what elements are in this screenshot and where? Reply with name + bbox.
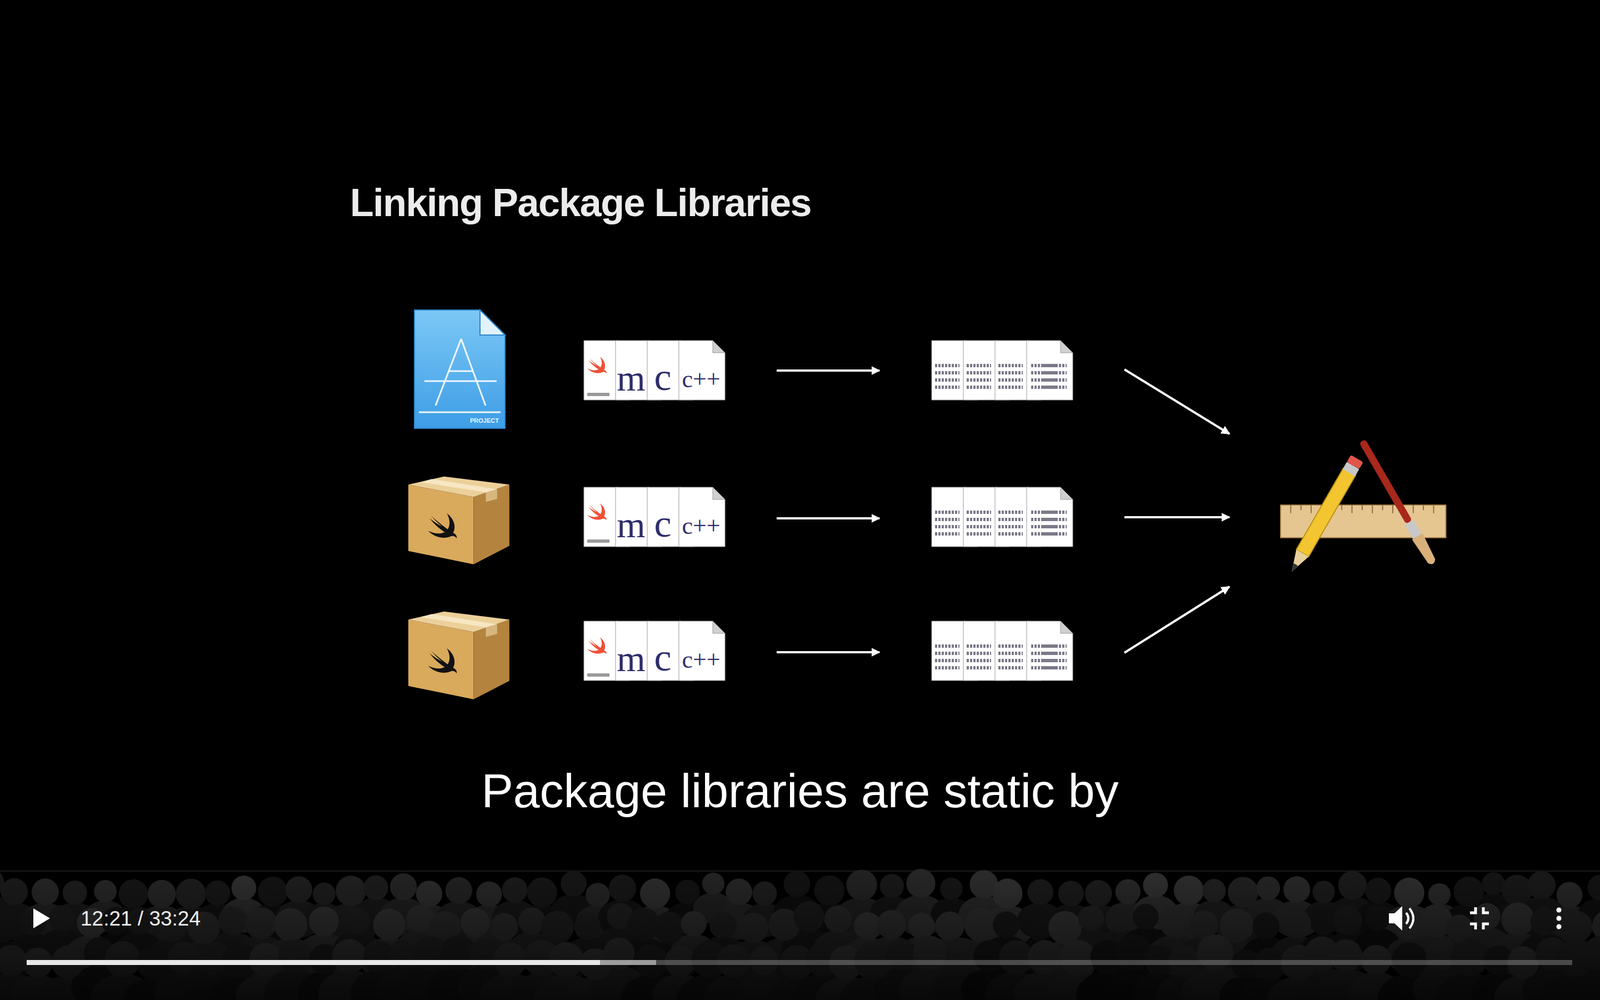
file-letter: c [653,357,672,397]
subtitle-caption: Package libraries are static by [481,766,1119,815]
player-shade [0,866,1600,1000]
file-letter: c++ [681,367,720,392]
link-arrows [1124,369,1230,653]
source-files [583,487,725,547]
object-files [931,621,1073,681]
slide-title: Linking Package Libraries [350,183,812,223]
file-letter: c++ [681,647,720,673]
video-time: 12:21 / 33:24 [80,908,201,929]
project-label: PROJECT [470,417,499,424]
volume-icon [1388,906,1414,931]
menu-icon [1556,907,1562,930]
exit-fullscreen-icon [1470,907,1489,930]
file-letter: m [616,360,645,397]
object-files [931,487,1073,547]
source-files [583,621,725,681]
file-letter: m [616,640,645,678]
file-letter: c [653,504,672,544]
play-icon [33,908,50,929]
package-box [408,611,510,700]
source-files [583,340,725,400]
app-icon [1280,437,1447,575]
object-files [931,340,1073,400]
package-box [408,476,510,565]
compile-arrows [776,370,880,653]
file-letter: c [653,638,672,678]
project-icon [414,310,505,429]
file-letter: c++ [681,513,720,539]
file-letter: m [616,506,645,544]
progress-bar [26,960,1573,965]
